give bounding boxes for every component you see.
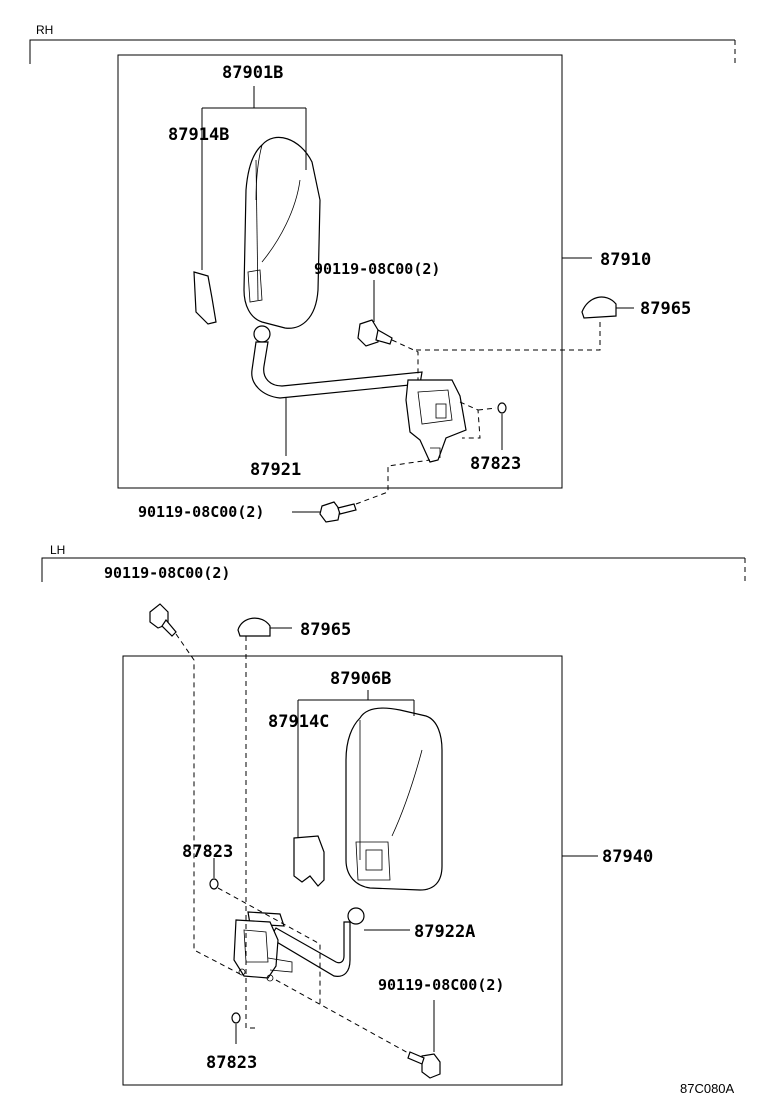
- lh-stay-arm: [247, 907, 365, 977]
- label-lh-bolt-top: 90119-08C00(2): [104, 564, 230, 582]
- lh-mirror-assy-leader: [297, 690, 415, 838]
- label-87901B: 87901B: [222, 63, 283, 83]
- label-rh-87965: 87965: [640, 299, 691, 319]
- label-87940: 87940: [602, 847, 653, 867]
- label-lh-bolt-right: 90119-08C00(2): [378, 976, 504, 994]
- lh-washer-lower: [231, 1012, 241, 1024]
- label-rh-bolt-upper: 90119-08C00(2): [314, 260, 440, 278]
- section-bracket-lh: [41, 557, 745, 582]
- section-label-rh: RH: [36, 23, 53, 37]
- lh-base-bracket: [233, 919, 293, 982]
- lh-cover: [237, 617, 271, 637]
- label-87921: 87921: [250, 460, 301, 480]
- label-87914B: 87914B: [168, 125, 229, 145]
- label-87922A: 87922A: [414, 922, 475, 942]
- rh-mirror-head: [243, 136, 321, 329]
- label-87906B: 87906B: [330, 669, 391, 689]
- rh-base-bracket: [405, 379, 467, 463]
- rh-stay-arm: [251, 325, 423, 399]
- label-lh-87965: 87965: [300, 620, 351, 640]
- rh-bolt-upper: [357, 319, 393, 347]
- rh-cover: [581, 296, 617, 319]
- rh-washer: [497, 402, 507, 414]
- diagram-code: 87C080A: [680, 1081, 735, 1096]
- rh-bolt-lower: [319, 501, 357, 523]
- lh-bolt-top: [149, 603, 177, 637]
- lh-washer-upper: [209, 878, 219, 890]
- lh-assembly-frame: [122, 655, 563, 1086]
- lh-mirror-glass: [293, 835, 325, 887]
- label-87910: 87910: [600, 250, 651, 270]
- label-lh-87823-upper: 87823: [182, 842, 233, 862]
- lh-mirror-head: [345, 707, 443, 891]
- rh-assembly-frame: [117, 54, 563, 489]
- label-lh-87823-lower: 87823: [206, 1053, 257, 1073]
- section-label-lh: LH: [50, 543, 65, 557]
- label-rh-87823: 87823: [470, 454, 521, 474]
- rh-mirror-assy-leader: [201, 86, 307, 270]
- label-rh-bolt-lower: 90119-08C00(2): [138, 503, 264, 521]
- label-87914C: 87914C: [268, 712, 329, 732]
- rh-mirror-glass: [193, 271, 217, 325]
- lh-bolt-right: [407, 1051, 441, 1079]
- section-bracket-rh: [29, 39, 735, 64]
